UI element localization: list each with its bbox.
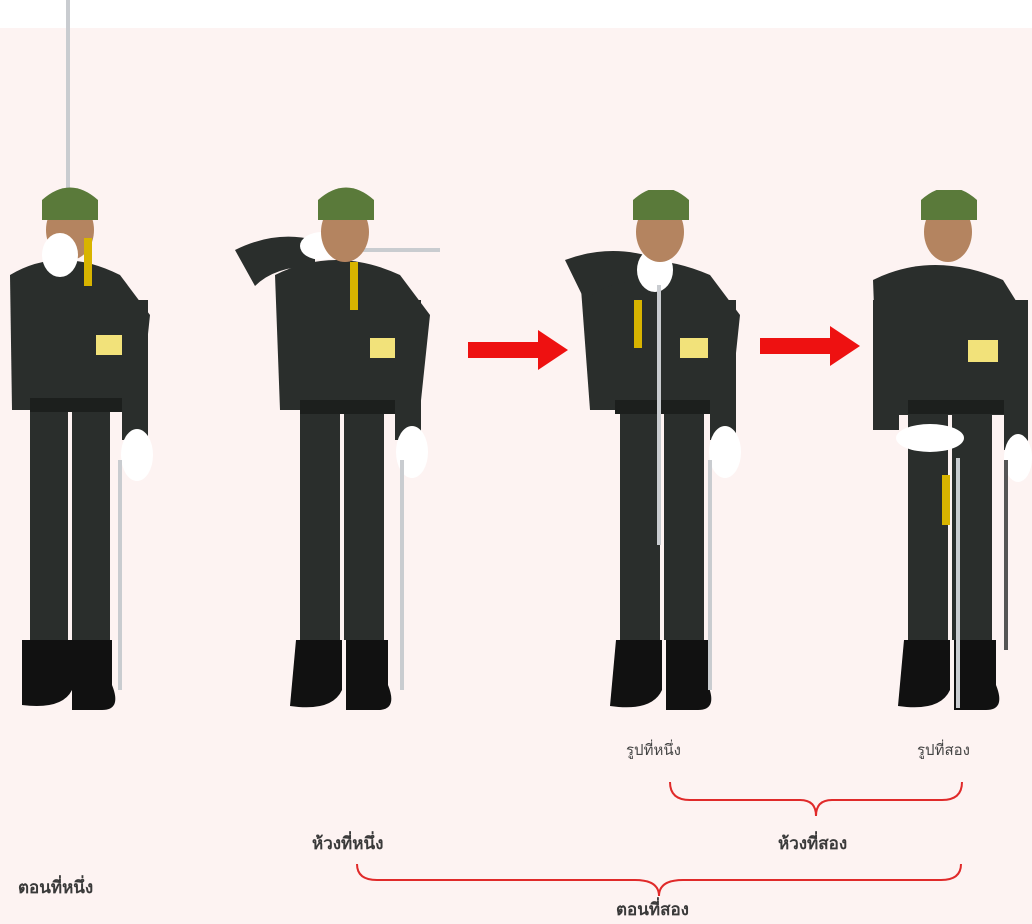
label-phase-two: ห้วงที่สอง bbox=[778, 834, 848, 854]
phase-two-brace bbox=[669, 781, 963, 817]
right-arrow-icon-1 bbox=[468, 330, 568, 370]
background-panel bbox=[0, 28, 1032, 924]
step-two-brace bbox=[356, 863, 962, 897]
soldier-figure-4 bbox=[873, 190, 1032, 710]
soldier-figure-2 bbox=[235, 187, 440, 710]
caption-picture-one: รูปที่หนึ่ง bbox=[626, 741, 681, 759]
label-step-two: ตอนที่สอง bbox=[616, 900, 689, 920]
right-arrow-icon-2 bbox=[760, 326, 860, 366]
caption-picture-two: รูปที่สอง bbox=[917, 741, 970, 759]
soldier-figure-3 bbox=[565, 190, 741, 710]
label-step-one: ตอนที่หนึ่ง bbox=[18, 878, 94, 898]
soldier-figure-1 bbox=[10, 0, 153, 710]
label-phase-one: ห้วงที่หนึ่ง bbox=[312, 834, 384, 854]
